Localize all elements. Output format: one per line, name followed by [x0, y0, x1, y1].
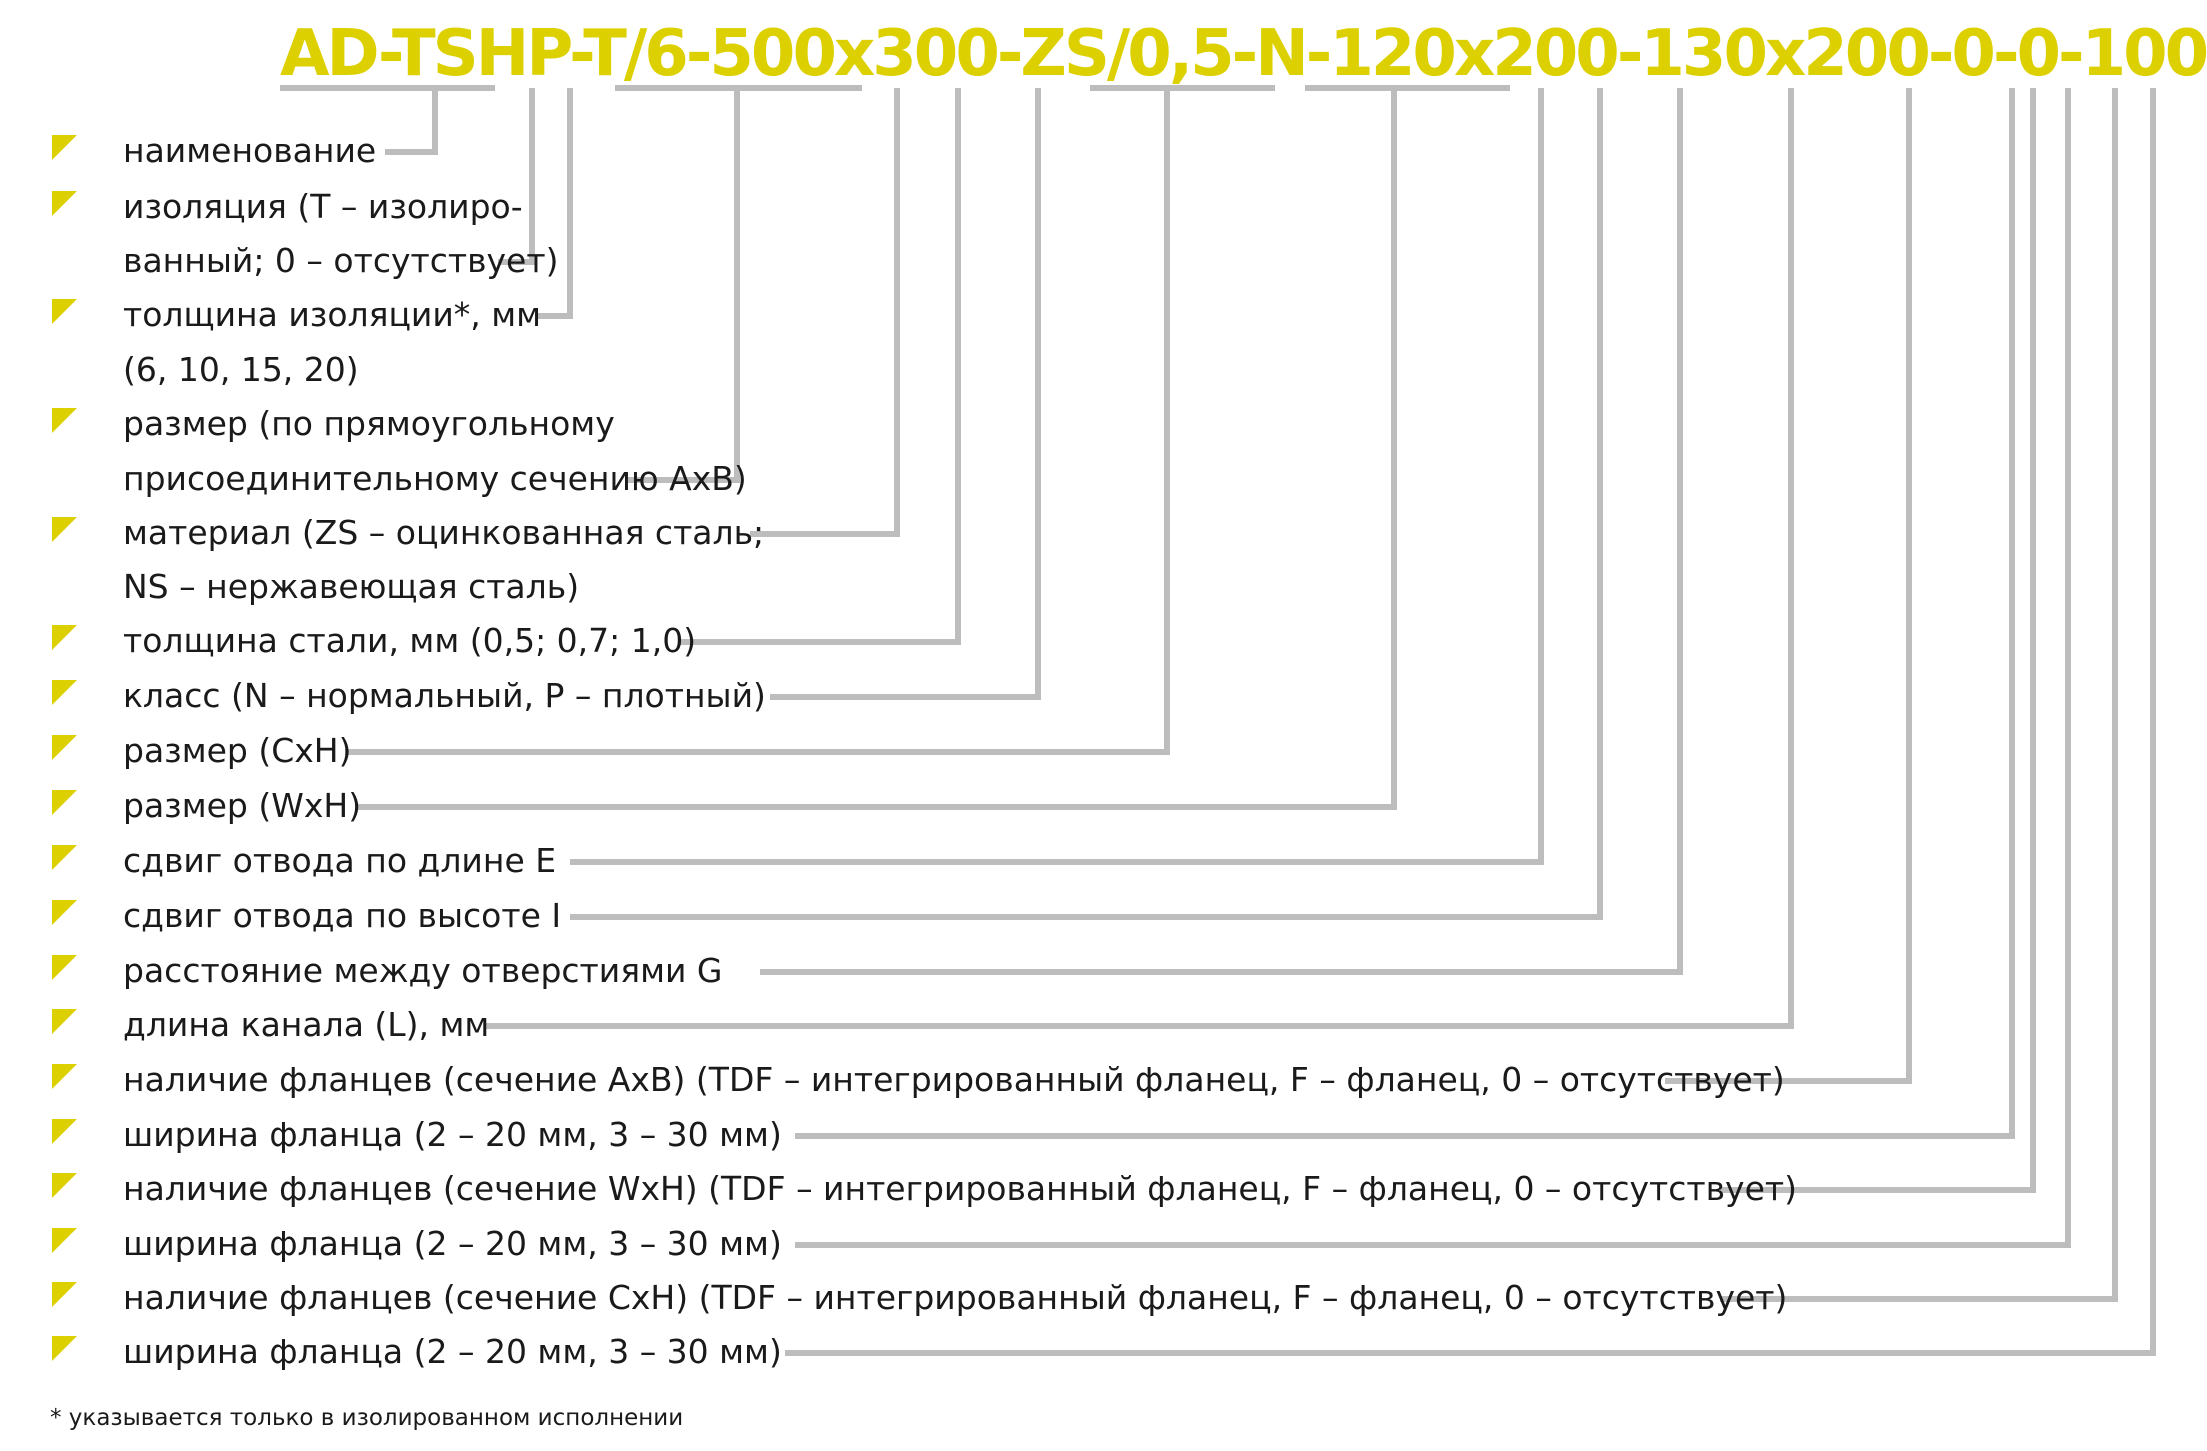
- footnote: * указывается только в изолированном исп…: [50, 1405, 683, 1431]
- connector-line: [1720, 88, 2036, 1193]
- bullet-icon: [52, 790, 77, 815]
- legend-item-text: размер (WxH): [123, 786, 361, 825]
- connector-line: [535, 88, 573, 319]
- legend-item-text: класс (N – нормальный, P – плотный): [123, 676, 766, 715]
- legend-item-text: (6, 10, 15, 20): [123, 350, 359, 389]
- bullet-icon: [52, 299, 77, 324]
- legend-item: наличие фланцев (сечение AxB) (TDF – инт…: [52, 1060, 1785, 1099]
- bullet-icon: [52, 1228, 77, 1253]
- legend-item: толщина стали, мм (0,5; 0,7; 1,0): [52, 621, 696, 660]
- legend-item-text: ванный; 0 – отсутствует): [123, 241, 558, 280]
- legend-list: наименование изоляция (T – изолиро-ванный…: [52, 131, 1797, 1371]
- legend-item: материал (ZS – оцинкованная сталь; NS – н…: [52, 513, 764, 606]
- bullet-icon: [52, 1173, 77, 1198]
- bullet-icon: [52, 955, 77, 980]
- legend-item: наименование: [52, 131, 376, 170]
- bullet-icon: [52, 845, 77, 870]
- legend-item-text: ширина фланца (2 – 20 мм, 3 – 30 мм): [123, 1332, 782, 1371]
- product-code: AD-TSHP-T/6-500x300-ZS/0,5-N-120x200-130…: [280, 17, 2207, 91]
- bullet-icon: [52, 517, 77, 542]
- bullet-icon: [52, 1009, 77, 1034]
- legend-item-text: наличие фланцев (сечение WxH) (TDF – инт…: [123, 1169, 1797, 1208]
- bullet-icon: [52, 900, 77, 925]
- bullet-icon: [52, 191, 77, 216]
- connector-line: [680, 88, 961, 645]
- legend-item: расстояние между отверстиями G: [52, 951, 722, 990]
- legend-item: наличие фланцев (сечение WxH) (TDF – инт…: [52, 1169, 1797, 1208]
- legend-item: размер (WxH): [52, 786, 361, 825]
- connector-line: [570, 88, 1603, 920]
- legend-item-text: сдвиг отвода по высоте I: [123, 896, 561, 935]
- connector-line: [795, 88, 2015, 1139]
- legend-item-text: материал (ZS – оцинкованная сталь;: [123, 513, 764, 552]
- legend-item-text: размер (по прямоугольному: [123, 404, 615, 443]
- legend-item: изоляция (T – изолиро-ванный; 0 – отсутс…: [52, 187, 558, 280]
- legend-item-text: ширина фланца (2 – 20 мм, 3 – 30 мм): [123, 1115, 782, 1154]
- legend-item-text: присоединительному сечению AxB): [123, 459, 747, 498]
- legend-item: ширина фланца (2 – 20 мм, 3 – 30 мм): [52, 1332, 782, 1371]
- connector-lines: [280, 85, 2156, 1356]
- bullet-icon: [52, 1336, 77, 1361]
- legend-item-text: изоляция (T – изолиро-: [123, 187, 523, 226]
- legend-item-text: наименование: [123, 131, 376, 170]
- legend-item: ширина фланца (2 – 20 мм, 3 – 30 мм): [52, 1224, 782, 1263]
- legend-item: ширина фланца (2 – 20 мм, 3 – 30 мм): [52, 1115, 782, 1154]
- connector-line: [498, 88, 535, 265]
- connector-line: [795, 88, 2071, 1248]
- legend-item: сдвиг отвода по высоте I: [52, 896, 561, 935]
- bullet-icon: [52, 735, 77, 760]
- legend-item-text: толщина изоляции*, мм: [123, 295, 541, 334]
- legend-item: размер (CxH): [52, 731, 352, 770]
- connector-line: [485, 88, 1794, 1029]
- bullet-icon: [52, 680, 77, 705]
- legend-item: толщина изоляции*, мм (6, 10, 15, 20): [52, 295, 541, 389]
- connector-line: [355, 88, 1397, 810]
- legend-item-text: толщина стали, мм (0,5; 0,7; 1,0): [123, 621, 696, 660]
- connector-line: [345, 88, 1170, 755]
- legend-item-text: расстояние между отверстиями G: [123, 951, 722, 990]
- connector-line: [385, 88, 438, 155]
- connector-line: [625, 88, 740, 483]
- connector-line: [785, 88, 2156, 1356]
- connector-line: [1665, 88, 1912, 1084]
- bullet-icon: [52, 135, 77, 160]
- legend-item-text: сдвиг отвода по длине E: [123, 841, 556, 880]
- legend-item-text: размер (CxH): [123, 731, 352, 770]
- legend-item-text: наличие фланцев (сечение CxH) (TDF – инт…: [123, 1278, 1787, 1317]
- legend-item: класс (N – нормальный, P – плотный): [52, 676, 766, 715]
- connector-line: [1720, 88, 2118, 1302]
- legend-item: сдвиг отвода по длине E: [52, 841, 556, 880]
- legend-item-text: NS – нержавеющая сталь): [123, 567, 579, 606]
- legend-item: длина канала (L), мм: [52, 1005, 489, 1044]
- legend-item: наличие фланцев (сечение CxH) (TDF – инт…: [52, 1278, 1787, 1317]
- legend-item: размер (по прямоугольному присоединительн…: [52, 404, 747, 498]
- bullet-icon: [52, 1064, 77, 1089]
- bullet-icon: [52, 1282, 77, 1307]
- connector-line: [760, 88, 1683, 975]
- connector-line: [770, 88, 1041, 700]
- bullet-icon: [52, 1119, 77, 1144]
- legend-item-text: ширина фланца (2 – 20 мм, 3 – 30 мм): [123, 1224, 782, 1263]
- connector-line: [570, 88, 1544, 865]
- bullet-icon: [52, 625, 77, 650]
- legend-item-text: длина канала (L), мм: [123, 1005, 489, 1044]
- legend-item-text: наличие фланцев (сечение AxB) (TDF – инт…: [123, 1060, 1785, 1099]
- connector-line: [750, 88, 900, 537]
- bullet-icon: [52, 408, 77, 433]
